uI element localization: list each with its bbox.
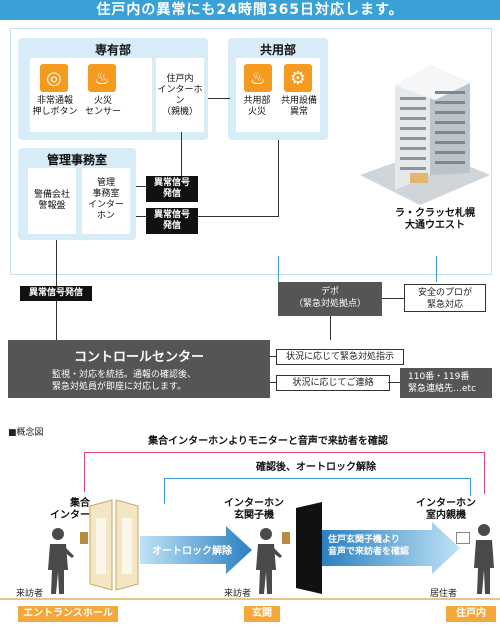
intercom-master-label: 住戸内 インターホン （親機） [157, 74, 203, 117]
private-area-panel: 専有部 ◎ ♨ 非常通報 押しボタン 火災 センサー 住戸内 インターホン （親… [18, 38, 208, 140]
resident-label: 居住者 [430, 589, 458, 599]
flame-icon: ♨ [88, 64, 116, 92]
emergency-button-label: 非常通報 押しボタン [32, 96, 78, 117]
top-frame [10, 28, 492, 275]
depot-box: デポ （緊急対処拠点） [278, 282, 382, 316]
signal-tag-main: 異常信号発信 [20, 286, 92, 301]
intercom-master-box [156, 58, 204, 132]
autolock-arrow-label: オートロック解除 [152, 546, 232, 557]
location-tag-door: 玄関 [244, 606, 280, 622]
office-intercom-label: 管理 事務室 インター ホン [87, 178, 124, 221]
door-intercom-icon [282, 532, 290, 544]
connector [388, 382, 400, 383]
action-tag-dispatch: 状況に応じて緊急対処指示 [276, 349, 404, 365]
security-panel-box [28, 168, 76, 234]
floor-line [0, 598, 500, 600]
connector [436, 256, 437, 282]
flow-line-top [84, 452, 484, 453]
flow-line-top [84, 452, 85, 492]
autolock-arrow [140, 526, 252, 574]
connector [136, 216, 279, 217]
emergency-contacts-box: 110番・119番 緊急連絡先…etc [400, 368, 492, 398]
connector [208, 98, 230, 99]
connector [278, 140, 279, 216]
flow-line-mid [164, 478, 165, 504]
device-label-room: インターホン 室内親機 [416, 498, 476, 521]
signal-tag: 異常信号 発信 [146, 176, 198, 202]
room-intercom-icon [456, 532, 470, 544]
front-door-illustration [296, 502, 322, 594]
location-tag-room: 住戸内 [446, 606, 496, 622]
connector [181, 132, 182, 176]
common-equipment-label: 共用設備 異常 [280, 96, 317, 117]
management-panel: 管理事務室 警備会社 警報盤 管理 事務室 インター ホン [18, 148, 136, 240]
common-area-label: 共用部 [259, 43, 296, 57]
connector [330, 316, 331, 340]
voice-check-arrow-label: 住戸玄関子機より 音声で来訪者を確認 [328, 535, 410, 557]
equipment-icon: ⚙ [284, 64, 312, 92]
common-area-panel: 共用部 ♨ ⚙ 共用部 火災 共用設備 異常 [228, 38, 328, 140]
bell-button-icon: ◎ [40, 64, 68, 92]
flow-mid-caption: 確認後、オートロック解除 [256, 462, 376, 473]
resident-figure [474, 524, 494, 594]
flow-line-mid [164, 478, 470, 479]
security-panel-label: 警備会社 警報盤 [33, 190, 70, 211]
signal-tag: 異常信号 発信 [146, 208, 198, 234]
connector [270, 382, 276, 383]
visitor-figure [256, 528, 282, 594]
visitor-label: 来訪者 [224, 589, 252, 599]
device-label-entrance: 集合 インターホン [50, 498, 110, 521]
location-tag-entrance: エントランスホール [18, 606, 118, 622]
office-intercom-box [82, 168, 130, 234]
building-caption: ラ・クラッセ札幌 大通ウエスト [395, 208, 475, 231]
control-center-title: コントロールセンター [73, 350, 204, 365]
intercom-panel-icon [80, 532, 88, 544]
voice-check-arrow [322, 522, 460, 574]
page-title: 住戸内の異常にも24時間365日対応します。 [0, 0, 500, 20]
connector [382, 298, 404, 299]
flow-line-top [484, 452, 485, 494]
pro-response-box: 安全のプロが 緊急対応 [404, 284, 486, 312]
device-label-door: インターホン 玄関子機 [224, 498, 284, 521]
private-area-label: 専有部 [94, 43, 131, 57]
control-center-box: コントロールセンター 監視・対応を統括。通報の確認後、 緊急対処員が即座に対応し… [8, 340, 270, 398]
control-center-desc: 監視・対応を統括。通報の確認後、 緊急対処員が即座に対応します。 [52, 370, 197, 392]
connector [136, 186, 146, 187]
action-tag-contact: 状況に応じてご連絡 [276, 375, 390, 391]
common-fire-label: 共用部 火災 [243, 96, 271, 117]
entrance-door-illustration [89, 499, 139, 591]
connector [270, 356, 276, 357]
connector [278, 256, 279, 282]
visitor-label: 来訪者 [16, 589, 44, 599]
concept-label: ■概念図 [8, 428, 44, 438]
fire-sensor-label: 火災 センサー [84, 96, 121, 117]
visitor-figure [48, 528, 74, 594]
building-illustration [360, 65, 490, 205]
flow-top-caption: 集合インターホンよりモニターと音声で来訪者を確認 [148, 436, 388, 447]
flow-line-mid [470, 478, 471, 496]
flame-icon: ♨ [244, 64, 272, 92]
management-label: 管理事務室 [46, 153, 107, 167]
